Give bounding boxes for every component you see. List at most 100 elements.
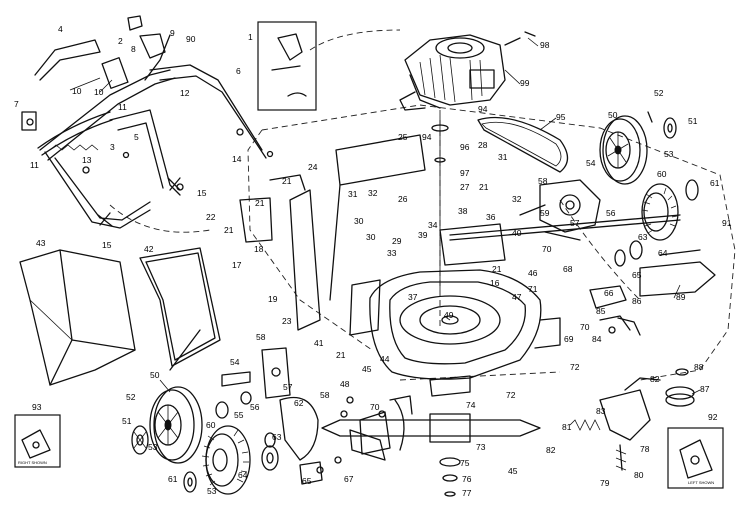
callout-4: 4 [58,24,63,34]
leader-lines [69,37,701,395]
callout-9: 9 [170,28,175,38]
callout-82: 82 [650,374,660,384]
inset-caption-left: LEFT SHOWN [688,480,714,485]
callout-83: 83 [596,406,606,416]
callout-48: 48 [340,379,350,389]
callout-72: 72 [570,362,580,372]
callout-56: 56 [250,402,260,412]
callout-60: 60 [206,420,216,430]
callout-66: 66 [604,288,614,298]
callout-51b: 51 [688,116,698,126]
callout-25: 25 [398,132,408,142]
callout-45: 45 [362,364,372,374]
callout-17: 17 [232,260,242,270]
callout-labels: 1 2 3 4 5 6 7 8 9 10 10 11 11 12 13 14 1… [14,24,732,498]
inset-box-top [257,21,317,111]
callout-86: 86 [632,296,642,306]
callout-60b: 60 [657,169,667,179]
small-hardware [82,128,274,227]
inset-box-left-side: LEFT SHOWN [667,427,724,489]
callout-84: 84 [592,334,602,344]
callout-72b: 72 [506,390,516,400]
callout-11b: 11 [118,102,127,112]
callout-31b: 31 [498,152,508,162]
callout-82b: 82 [546,445,556,455]
callout-75: 75 [460,458,470,468]
callout-8: 8 [131,44,136,54]
callout-51: 51 [122,416,132,426]
callout-65: 65 [302,476,312,486]
callout-80: 80 [634,470,644,480]
callout-65b: 65 [632,270,642,280]
handle-assembly [39,34,267,229]
callout-69: 69 [564,334,574,344]
callout-34: 34 [428,220,438,230]
callout-32: 32 [368,188,378,198]
callout-57b: 57 [570,218,580,228]
callout-53: 53 [148,442,158,452]
height-adjuster-right [589,285,641,336]
callout-21: 21 [282,176,292,186]
callout-85: 85 [596,306,606,316]
callout-63: 63 [272,432,282,442]
callout-68: 68 [563,264,573,274]
callout-78: 78 [640,444,650,454]
callout-96: 96 [460,142,470,152]
callout-99: 99 [520,78,530,88]
rear-right-assembly [569,368,695,471]
front-height-adjuster [359,375,471,455]
callout-42: 42 [144,244,154,254]
callout-55: 55 [234,410,244,420]
callout-95: 95 [556,112,566,122]
rear-wheel-gear-lower [183,425,251,495]
callout-81: 81 [562,422,572,432]
gear-guard-lower [279,396,323,485]
right-rear-wheel-top [599,115,648,185]
callout-1: 1 [248,32,253,42]
callout-63b: 63 [638,232,648,242]
callout-49: 49 [444,310,454,320]
callout-79: 79 [600,478,610,488]
callout-94b: 94 [422,132,432,142]
blade-adapter [439,457,461,497]
callout-52: 52 [126,392,136,402]
callout-58b: 58 [538,176,548,186]
callout-22: 22 [206,212,216,222]
hubcap-left [131,425,149,455]
callout-64b: 64 [658,248,668,258]
callout-14: 14 [232,154,242,164]
deck-side-frame [239,134,506,336]
grass-catcher-frame [139,247,221,371]
callout-30: 30 [354,216,364,226]
callout-71: 71 [528,284,538,294]
callout-58c: 58 [320,390,330,400]
callout-53c: 53 [207,486,217,496]
wheel-bearing-lower [261,432,279,471]
callout-87: 87 [700,384,710,394]
callout-21e: 21 [492,264,502,274]
callout-46: 46 [528,268,538,278]
drive-axle [449,214,681,241]
callout-90: 90 [186,34,196,44]
callout-74: 74 [466,400,476,410]
callout-2: 2 [118,36,123,46]
callout-31: 31 [348,189,358,199]
callout-6: 6 [236,66,241,76]
callout-93: 93 [32,402,42,412]
callout-36: 36 [486,212,496,222]
callout-27: 27 [460,182,470,192]
callout-29: 29 [392,236,402,246]
callout-59: 59 [540,208,550,218]
callout-15: 15 [197,188,207,198]
inset-caption-right: RIGHT SHOWN [18,460,47,465]
callout-21d: 21 [479,182,489,192]
callout-28: 28 [478,140,488,150]
transmission [519,179,601,241]
callout-76: 76 [462,474,472,484]
callout-92: 92 [708,412,718,422]
rear-flap [639,249,716,297]
callout-18: 18 [254,244,264,254]
drive-gear-top [614,183,679,267]
callout-37: 37 [408,292,418,302]
inset-box-right-side: RIGHT SHOWN [14,414,61,468]
